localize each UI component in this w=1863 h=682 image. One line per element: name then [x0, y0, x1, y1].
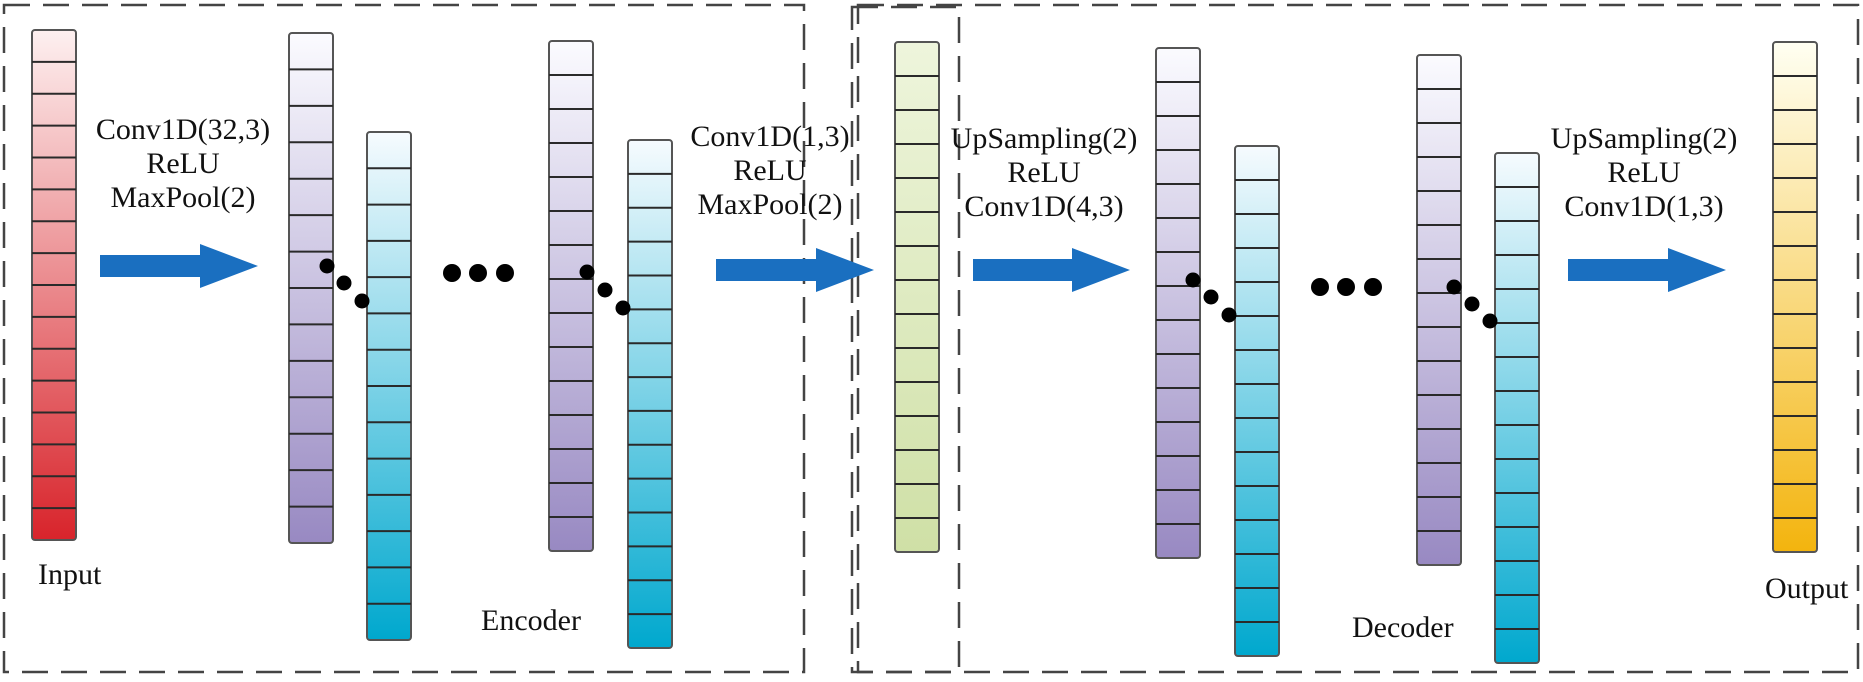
decoder-label: Decoder [1352, 611, 1454, 644]
output-label: Output [1765, 572, 1849, 605]
op-label-conv1d-32-3: Conv1D(32,3) ReLU MaxPool(2) [95, 113, 271, 214]
ellipsis-icon-1-dot-1 [443, 264, 461, 282]
decoder-feature-map-2b [1494, 152, 1540, 664]
connector-dot-3-2 [1203, 289, 1219, 305]
op-label-upsampling-conv1d-4-3: UpSampling(2) ReLU Conv1D(4,3) [950, 122, 1138, 223]
ellipsis-icon-2-dot-1 [1311, 278, 1329, 296]
connector-dot-4-1 [1446, 279, 1462, 295]
connector-dot-4-3 [1482, 313, 1498, 329]
arrow-latent-to-decoder [973, 248, 1130, 292]
encoder-label: Encoder [481, 604, 581, 637]
decoder-feature-map-1b [1234, 145, 1280, 657]
op-label-upsampling-conv1d-1-3: UpSampling(2) ReLU Conv1D(1,3) [1550, 122, 1738, 223]
op-label-conv1d-1-3-encoder: Conv1D(1,3) ReLU MaxPool(2) [690, 120, 850, 221]
latent-frame [850, 5, 961, 674]
encoder-feature-map-2a [548, 40, 594, 552]
input-label: Input [38, 558, 102, 591]
ellipsis-icon-1-dot-3 [496, 264, 514, 282]
connector-dot-3-1 [1185, 272, 1201, 288]
connector-dot-1-2 [336, 275, 352, 291]
connector-dot-1-1 [319, 258, 335, 274]
output-layer [1772, 41, 1818, 553]
connector-dot-2-2 [597, 282, 613, 298]
connector-dot-2-1 [579, 264, 595, 280]
arrow-encoder-to-latent [716, 248, 874, 292]
encoder-feature-map-2b [627, 139, 673, 649]
decoder-frame [856, 3, 1860, 674]
decoder-feature-map-1a [1155, 47, 1201, 559]
ellipsis-icon-2-dot-3 [1364, 278, 1382, 296]
ellipsis-icon-2-dot-2 [1337, 278, 1355, 296]
connector-dot-1-3 [354, 293, 370, 309]
encoder-frame [2, 3, 806, 674]
arrow-input-to-encoder [100, 244, 258, 288]
arrow-decoder-to-output [1568, 248, 1726, 292]
connector-dot-2-3 [615, 300, 631, 316]
connector-dot-3-3 [1221, 307, 1237, 323]
ellipsis-icon-1-dot-2 [469, 264, 487, 282]
connector-dot-4-2 [1464, 296, 1480, 312]
decoder-feature-map-2a [1416, 54, 1462, 566]
latent-layer [894, 41, 940, 553]
